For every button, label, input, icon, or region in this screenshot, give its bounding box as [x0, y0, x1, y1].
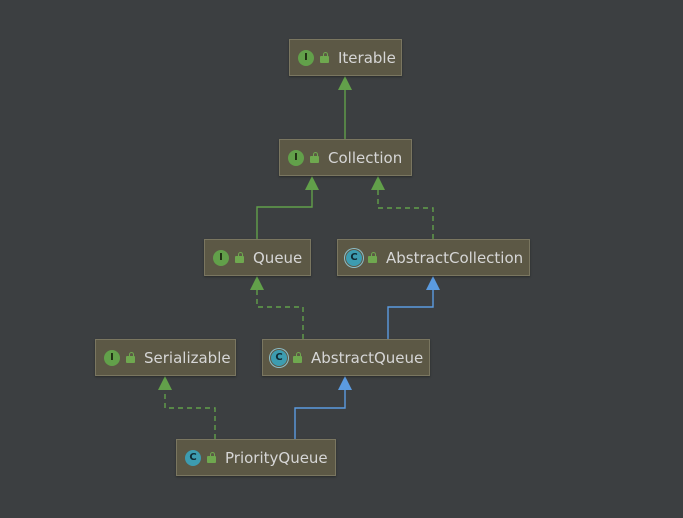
node-label: Iterable [338, 48, 396, 67]
class-badge-icon: C [185, 449, 201, 466]
public-lock-icon [126, 352, 135, 363]
interface-badge-icon: I [288, 149, 304, 166]
node-label: Queue [253, 248, 303, 267]
public-lock-icon [320, 52, 329, 63]
abstract-class-badge-icon: C [346, 249, 362, 266]
node-label: AbstractCollection [386, 248, 524, 267]
node-label: Serializable [144, 348, 231, 367]
node-abstractcollection[interactable]: C AbstractCollection [337, 239, 530, 276]
node-collection[interactable]: I Collection [279, 139, 412, 176]
edge-priorityqueue-abstractqueue [294, 376, 352, 439]
edge-abstractcollection-collection [371, 176, 434, 239]
interface-badge-icon: I [298, 49, 314, 66]
public-lock-icon [207, 452, 216, 463]
edge-abstractqueue-abstractcollection [387, 276, 440, 339]
public-lock-icon [310, 152, 319, 163]
node-label: PriorityQueue [225, 448, 328, 467]
public-lock-icon [293, 352, 302, 363]
public-lock-icon [368, 252, 377, 263]
node-priorityqueue[interactable]: C PriorityQueue [176, 439, 336, 476]
node-serializable[interactable]: I Serializable [95, 339, 236, 376]
node-iterable[interactable]: I Iterable [289, 39, 402, 76]
interface-badge-icon: I [213, 249, 229, 266]
node-label: AbstractQueue [311, 348, 424, 367]
edge-priorityqueue-serializable [158, 376, 216, 439]
edge-collection-iterable [338, 76, 352, 139]
node-label: Collection [328, 148, 403, 167]
interface-badge-icon: I [104, 349, 120, 366]
public-lock-icon [235, 252, 244, 263]
abstract-class-badge-icon: C [271, 349, 287, 366]
node-queue[interactable]: I Queue [204, 239, 311, 276]
edge-abstractqueue-queue [250, 276, 304, 339]
edge-queue-collection [256, 176, 319, 239]
node-abstractqueue[interactable]: C AbstractQueue [262, 339, 430, 376]
